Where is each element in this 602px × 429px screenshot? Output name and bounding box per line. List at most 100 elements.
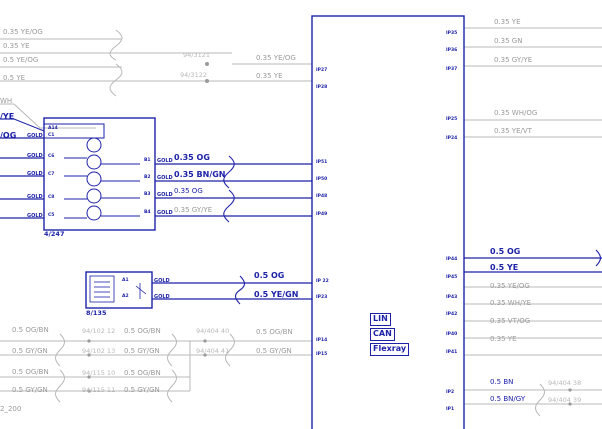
ecu-pin: IP23 [316,295,328,300]
wire-label: 0.35 WH/OG [494,109,538,117]
wire-label: 0.5 OG/BN [12,326,49,334]
bus-flexray: Flexray [370,343,410,356]
ecu-pin: IP28 [316,85,328,90]
wire-label: 0.35 OG [174,187,203,195]
ecu-pin: IP51 [316,160,328,165]
module-name: 8/135 [86,309,107,317]
wire-label: 0.35 YE [490,335,517,343]
ecu-pin: IP42 [446,312,458,317]
ecu-pin: IP43 [446,295,458,300]
wire-label: 0.35 BN/GN [174,170,226,179]
wire-label: 0.5 GY/GN [12,386,48,394]
wire-label: 0.5 YE [490,263,519,272]
wire-label: 0.5 OG [254,271,285,280]
ecu-pin: IP48 [316,194,328,199]
ref-label: 94/404 39 [548,396,582,404]
module-8-135 [85,271,153,309]
ecu-pin: IP1 [446,407,455,412]
ref-label: 94/102 13 [82,347,116,355]
ecu-pin: IP15 [316,352,328,357]
wire-label: 0.35 WH/YE [490,299,532,307]
pin-label: C1 [48,133,55,138]
wire-label: 0.5 GY/GN [124,386,160,394]
wire-label: 0.35 YE [494,18,521,26]
wire-label: 0.5 GY/GN [12,347,48,355]
ecu-pin: IP40 [446,332,458,337]
wire-label: 0.35 YE [3,42,30,50]
wire-label: 0.5 YE/GN [254,290,299,299]
wire-label: 0.5 OG/BN [256,328,293,336]
gold-label: GOLD [154,294,170,300]
wire-label: 0.5 YE [3,74,26,82]
ecu-pin: IP35 [446,31,458,36]
ref-label: 94/115 10 [82,369,116,377]
ecu-pin: IP2 [446,390,455,395]
bus-lin: LIN [370,313,391,326]
ecu-pin: IP41 [446,350,458,355]
ecu-pin: IP36 [446,48,458,53]
wire-label: 0.5 OG/BN [124,327,161,335]
gold-label: GOLD [157,175,173,181]
pin-label: A1 [122,278,129,283]
wire-label: 0.5 YE/OG [3,56,39,64]
wire-label-wh: WH [0,97,13,105]
wire-label: 0.35 YE/OG [3,28,43,36]
gold-label: GOLD [157,192,173,198]
pin-label: B3 [144,192,151,197]
ecu-pin: IP44 [446,257,458,262]
pin-label: B2 [144,175,151,180]
gold-label: GOLD [157,210,173,216]
ground-ref: 2_200 [0,405,22,413]
twist-marks-grey [55,333,545,417]
ref-label: 94/404 38 [548,379,582,387]
ref-label: 94/404 41 [196,347,230,355]
splice-dots [87,62,572,406]
gold-label: GOLD [154,278,170,284]
gold-label: GOLD [27,133,43,139]
ecu-pin: IP45 [446,275,458,280]
ecu-pin: IP50 [316,177,328,182]
wire-label: 0.35 OG [174,153,210,162]
wire-label: 0.5 GY/GN [124,347,160,355]
pin-label: A2 [122,294,129,299]
wire-label: 0.35 YE/OG [256,54,296,62]
ecu-pin: IP27 [316,68,328,73]
pin-label: C7 [48,172,55,177]
pin-label: C6 [48,154,55,159]
main-ecu [311,15,465,429]
wire-label: 0.35 GY/YE [174,206,213,214]
ecu-pin: IP24 [446,136,458,141]
wire-label: 0.5 OG [490,247,521,256]
wire-label: 0.35 GN [494,37,523,45]
bus-can: CAN [370,328,395,341]
blue-wires [0,118,602,300]
wire-label: 0.5 OG/BN [12,368,49,376]
ecu-pin: IP14 [316,338,328,343]
gold-label: GOLD [27,171,43,177]
wire-label: 0.35 YE/VT [494,127,532,135]
gold-label: GOLD [157,158,173,164]
twist-marks-blue [223,155,602,305]
pin-label: B4 [144,210,151,215]
ecu-pin: IP49 [316,212,328,217]
ecu-pin: IP 22 [316,279,329,284]
gold-label: GOLD [27,153,43,159]
wire-label: 0.35 VT/OG [490,317,531,325]
ecu-pin: IP37 [446,67,458,72]
splice-ref: 94/3122 [180,71,208,79]
gold-label: GOLD [27,194,43,200]
pin-label: B1 [144,158,151,163]
grey-wires [0,27,602,405]
pin-label: C5 [48,213,55,218]
wire-label-ye: /YE [0,112,15,121]
wire-label: 0.35 GY/YE [494,56,533,64]
ref-label: 94/115 11 [82,386,116,394]
module-name: 4/247 [44,230,65,238]
wire-label: 0.5 OG/BN [124,369,161,377]
wire-label: 0.5 BN/GY [490,395,526,403]
module-4-247 [13,117,156,231]
wire-label: 0.35 YE/OG [490,282,530,290]
ref-label: 94/404 40 [196,327,230,335]
